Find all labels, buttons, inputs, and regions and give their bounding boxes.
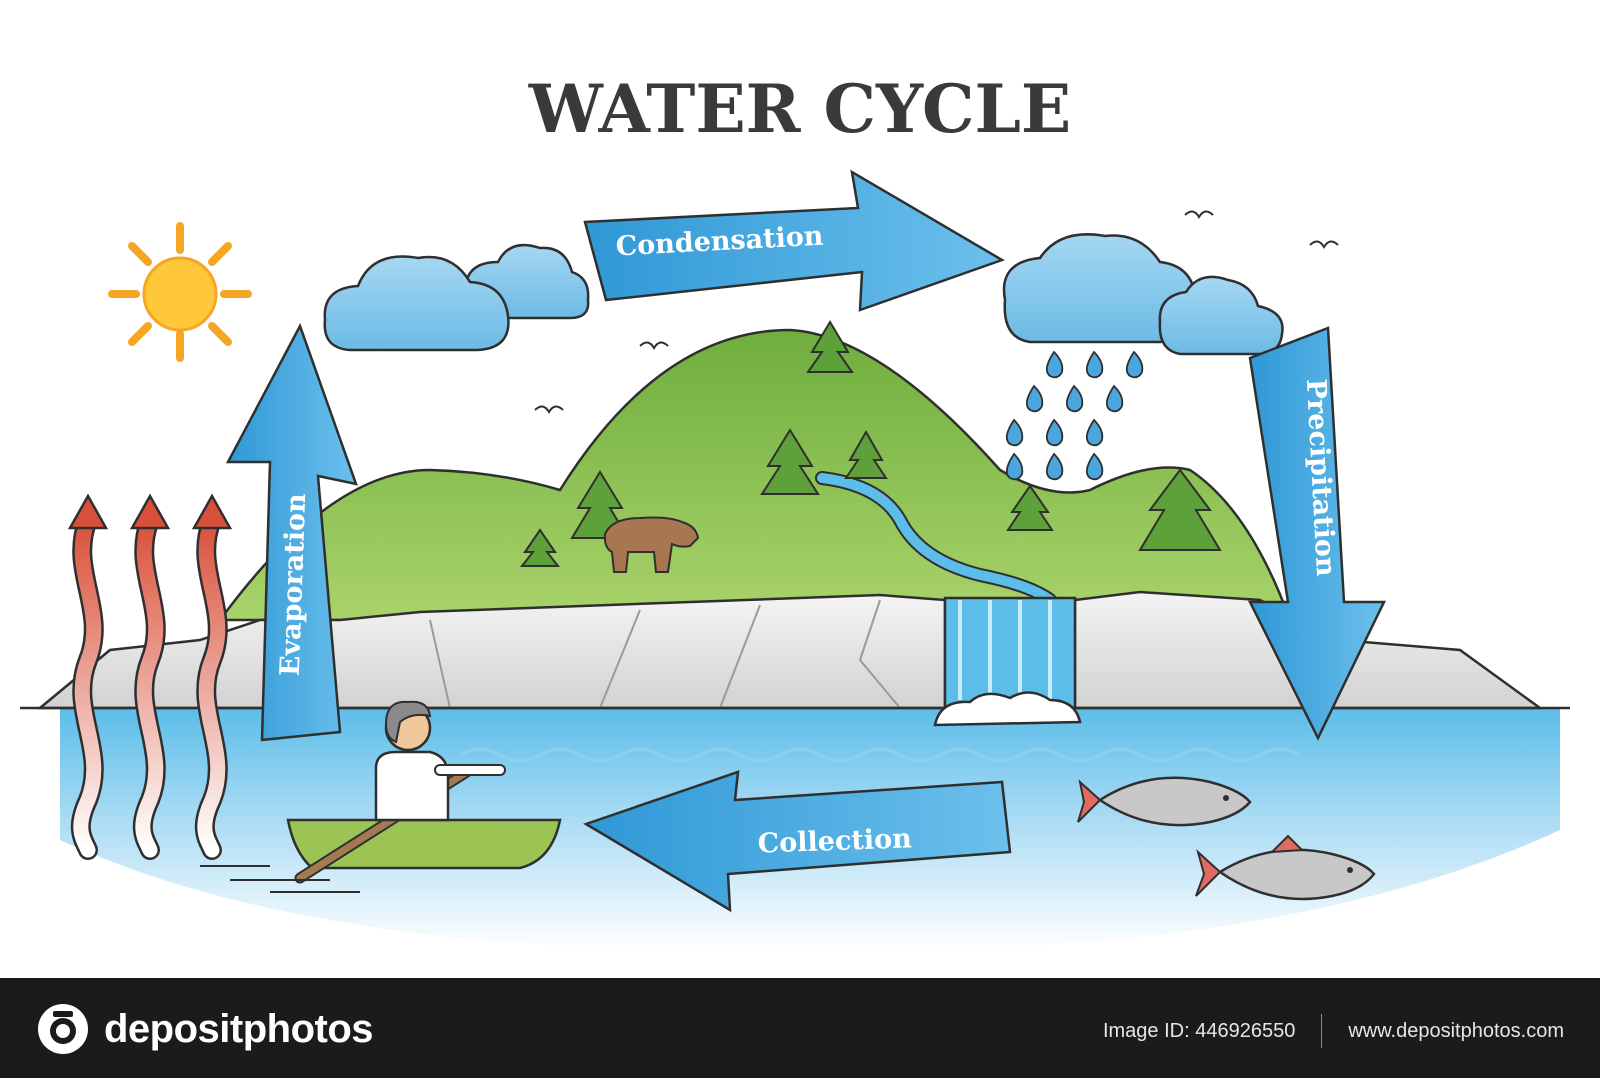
person-in-boat (200, 700, 562, 893)
raindrops (1005, 350, 1144, 481)
river (817, 473, 1055, 605)
collection-label: Collection (757, 823, 912, 859)
fish-lower (1195, 834, 1376, 901)
left-clouds (323, 243, 590, 352)
waterfall-splash (933, 691, 1082, 727)
left-cliff (36, 593, 947, 710)
waterfall (943, 596, 1077, 710)
condensation-arrow: Condensation (583, 169, 1005, 312)
image-meta: Image ID: 446926550 www.depositphotos.co… (1103, 1014, 1564, 1048)
evaporation-arrow: Evaporation (225, 322, 358, 742)
camera-icon (38, 1004, 88, 1054)
website-link[interactable]: www.depositphotos.com (1348, 1019, 1564, 1042)
water-ripples (459, 747, 1301, 763)
image-id: Image ID: 446926550 (1102, 1019, 1296, 1042)
meta-divider (1321, 1014, 1323, 1048)
scene-canvas: WATER CYCLE (20, 70, 1570, 951)
collection-arrow: Collection (583, 770, 1012, 913)
waterfall-streaks (958, 600, 1052, 700)
bear (603, 516, 700, 573)
fish-upper (1077, 776, 1252, 827)
birds (534, 210, 1339, 414)
cliff-cracks (429, 599, 901, 709)
evaporation-label: Evaporation (275, 492, 312, 676)
sun-icon (108, 222, 252, 362)
pine-trees (519, 320, 1222, 567)
heat-vapor-arrows (67, 493, 233, 860)
precipitation-arrow: Precipitation (1247, 326, 1386, 741)
rain-cloud (1002, 233, 1284, 356)
brand-name: depositphotos (104, 1006, 374, 1051)
diagram-title: WATER CYCLE (528, 70, 1071, 148)
brand-logo[interactable]: depositphotos (36, 1002, 374, 1056)
footer-bar: depositphotos Image ID: 446926550 www.de… (0, 978, 1600, 1078)
